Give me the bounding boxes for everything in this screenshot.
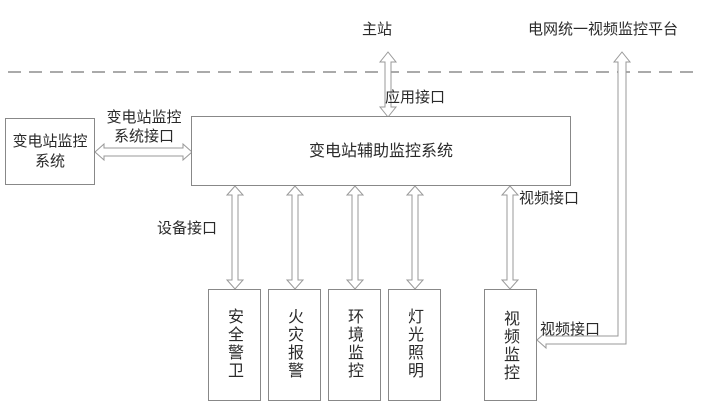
device-arrows bbox=[225, 185, 520, 290]
video-platform-interface-label: 视频接口 bbox=[540, 320, 601, 338]
auxiliary-monitoring-system-label: 变电站辅助监控系统 bbox=[308, 141, 453, 160]
subsystem-label: 环境监控 bbox=[345, 308, 364, 380]
subsystem-label: 安全警卫 bbox=[225, 308, 244, 380]
subsystem-video-box: 视频监控 bbox=[484, 289, 537, 401]
substation-monitoring-system-label: 变电站监控系统 bbox=[12, 132, 88, 170]
device-interface-label: 设备接口 bbox=[157, 219, 218, 237]
arrow-lighting bbox=[405, 185, 425, 290]
subsystem-security-box: 安全警卫 bbox=[208, 289, 261, 401]
subsystem-environment-box: 环境监控 bbox=[328, 289, 381, 401]
subsystem-fire-alarm-box: 火灾报警 bbox=[268, 289, 321, 401]
substation-monitoring-system-box: 变电站监控系统 bbox=[5, 118, 95, 185]
arrow-fire bbox=[285, 185, 305, 290]
substation-interface-label: 变电站监控系统接口 bbox=[106, 108, 182, 145]
video-platform-arrow bbox=[536, 51, 632, 350]
subsystem-label: 火灾报警 bbox=[285, 308, 304, 380]
app-interface-arrow bbox=[378, 51, 398, 118]
arrow-security bbox=[225, 185, 245, 290]
grid-video-platform-label: 电网统一视频监控平台 bbox=[528, 20, 679, 38]
subsystem-label: 视频监控 bbox=[501, 310, 520, 382]
auxiliary-monitoring-system-box: 变电站辅助监控系统 bbox=[191, 116, 571, 186]
master-station-label: 主站 bbox=[362, 20, 393, 38]
app-interface-label: 应用接口 bbox=[385, 88, 446, 106]
arrow-video bbox=[500, 185, 520, 290]
subsystem-lighting-box: 灯光照明 bbox=[388, 289, 441, 401]
substation-interface-arrow bbox=[94, 142, 193, 162]
subsystem-label: 灯光照明 bbox=[405, 308, 424, 380]
arrow-environment bbox=[345, 185, 365, 290]
video-interface-label: 视频接口 bbox=[519, 189, 580, 207]
